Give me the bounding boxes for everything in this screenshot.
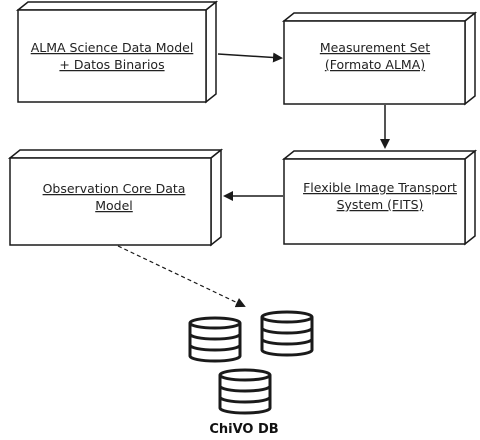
node-obscore-line1: Observation Core Data xyxy=(43,181,186,196)
node-measurement-set-line2: (Formato ALMA) xyxy=(325,57,425,72)
node-measurement-set: Measurement Set (Formato ALMA) xyxy=(281,11,478,106)
node-alma-sdm: ALMA Science Data Model + Datos Binarios xyxy=(15,0,219,104)
node-obscore: Observation Core Data Model xyxy=(7,148,224,247)
node-measurement-set-line1: Measurement Set xyxy=(320,40,430,55)
node-fits-line1: Flexible Image Transport xyxy=(303,180,457,195)
node-fits: Flexible Image Transport System (FITS) xyxy=(281,149,478,246)
edge-obscore-to-db xyxy=(117,245,246,308)
database-cylinder-2 xyxy=(260,310,314,357)
database-cylinder-1 xyxy=(188,316,242,363)
database-label: ChiVO DB xyxy=(209,422,278,437)
node-alma-sdm-line2: + Datos Binarios xyxy=(59,57,164,72)
node-obscore-line2: Model xyxy=(95,198,133,213)
edge-sdm-to-ms xyxy=(217,52,283,63)
database-cylinder-3 xyxy=(218,368,272,415)
node-fits-line2: System (FITS) xyxy=(337,197,424,212)
node-alma-sdm-line1: ALMA Science Data Model xyxy=(31,40,194,55)
